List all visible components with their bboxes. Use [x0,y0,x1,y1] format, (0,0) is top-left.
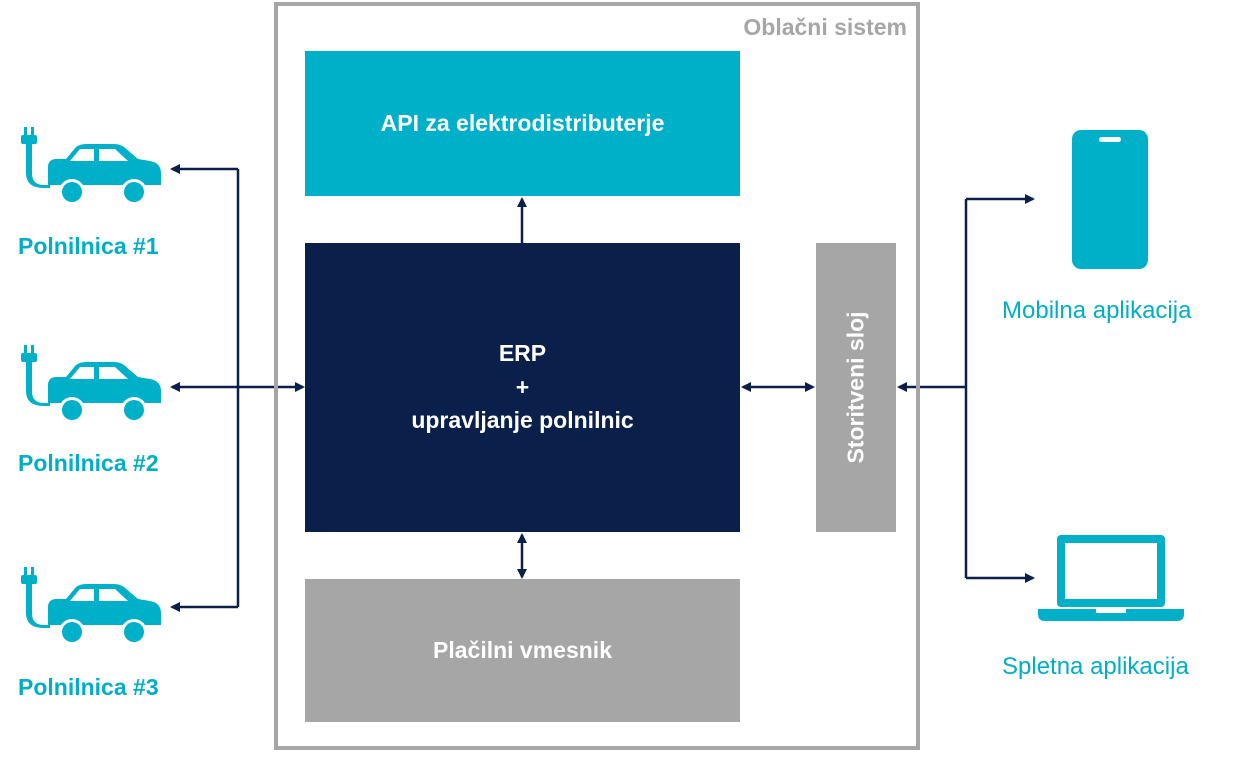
erp-block: ERP + upravljanje polnilnic [305,243,740,532]
web-app-label: Spletna aplikacija [1002,653,1189,680]
ev-car-icon [21,127,161,205]
erp-label: ERP [498,340,547,367]
station-label-1: Polnilnica #1 [18,233,159,259]
smartphone-icon [1072,130,1148,269]
cloud-system-title: Oblačni sistem [743,14,907,40]
api-block: API za elektrodistributerje [305,51,740,196]
payment-block: Plačilni vmesnik [305,579,740,722]
payment-block-label: Plačilni vmesnik [433,637,612,663]
erp-management-label: upravljanje polnilnic [411,407,634,434]
mobile-app-label: Mobilna aplikacija [1002,297,1192,324]
station-label-2: Polnilnica #2 [18,450,159,476]
laptop-icon [1038,535,1184,621]
ev-car-icon [21,345,161,423]
station-label-3: Polnilnica #3 [18,674,159,700]
cloud-system-frame [274,2,920,750]
service-layer-label: Storitveni sloj [842,311,869,464]
erp-plus-label: + [515,373,530,400]
service-layer-block: Storitveni sloj [816,243,896,532]
ev-car-icon [21,567,161,645]
api-block-label: API za elektrodistributerje [380,110,665,136]
